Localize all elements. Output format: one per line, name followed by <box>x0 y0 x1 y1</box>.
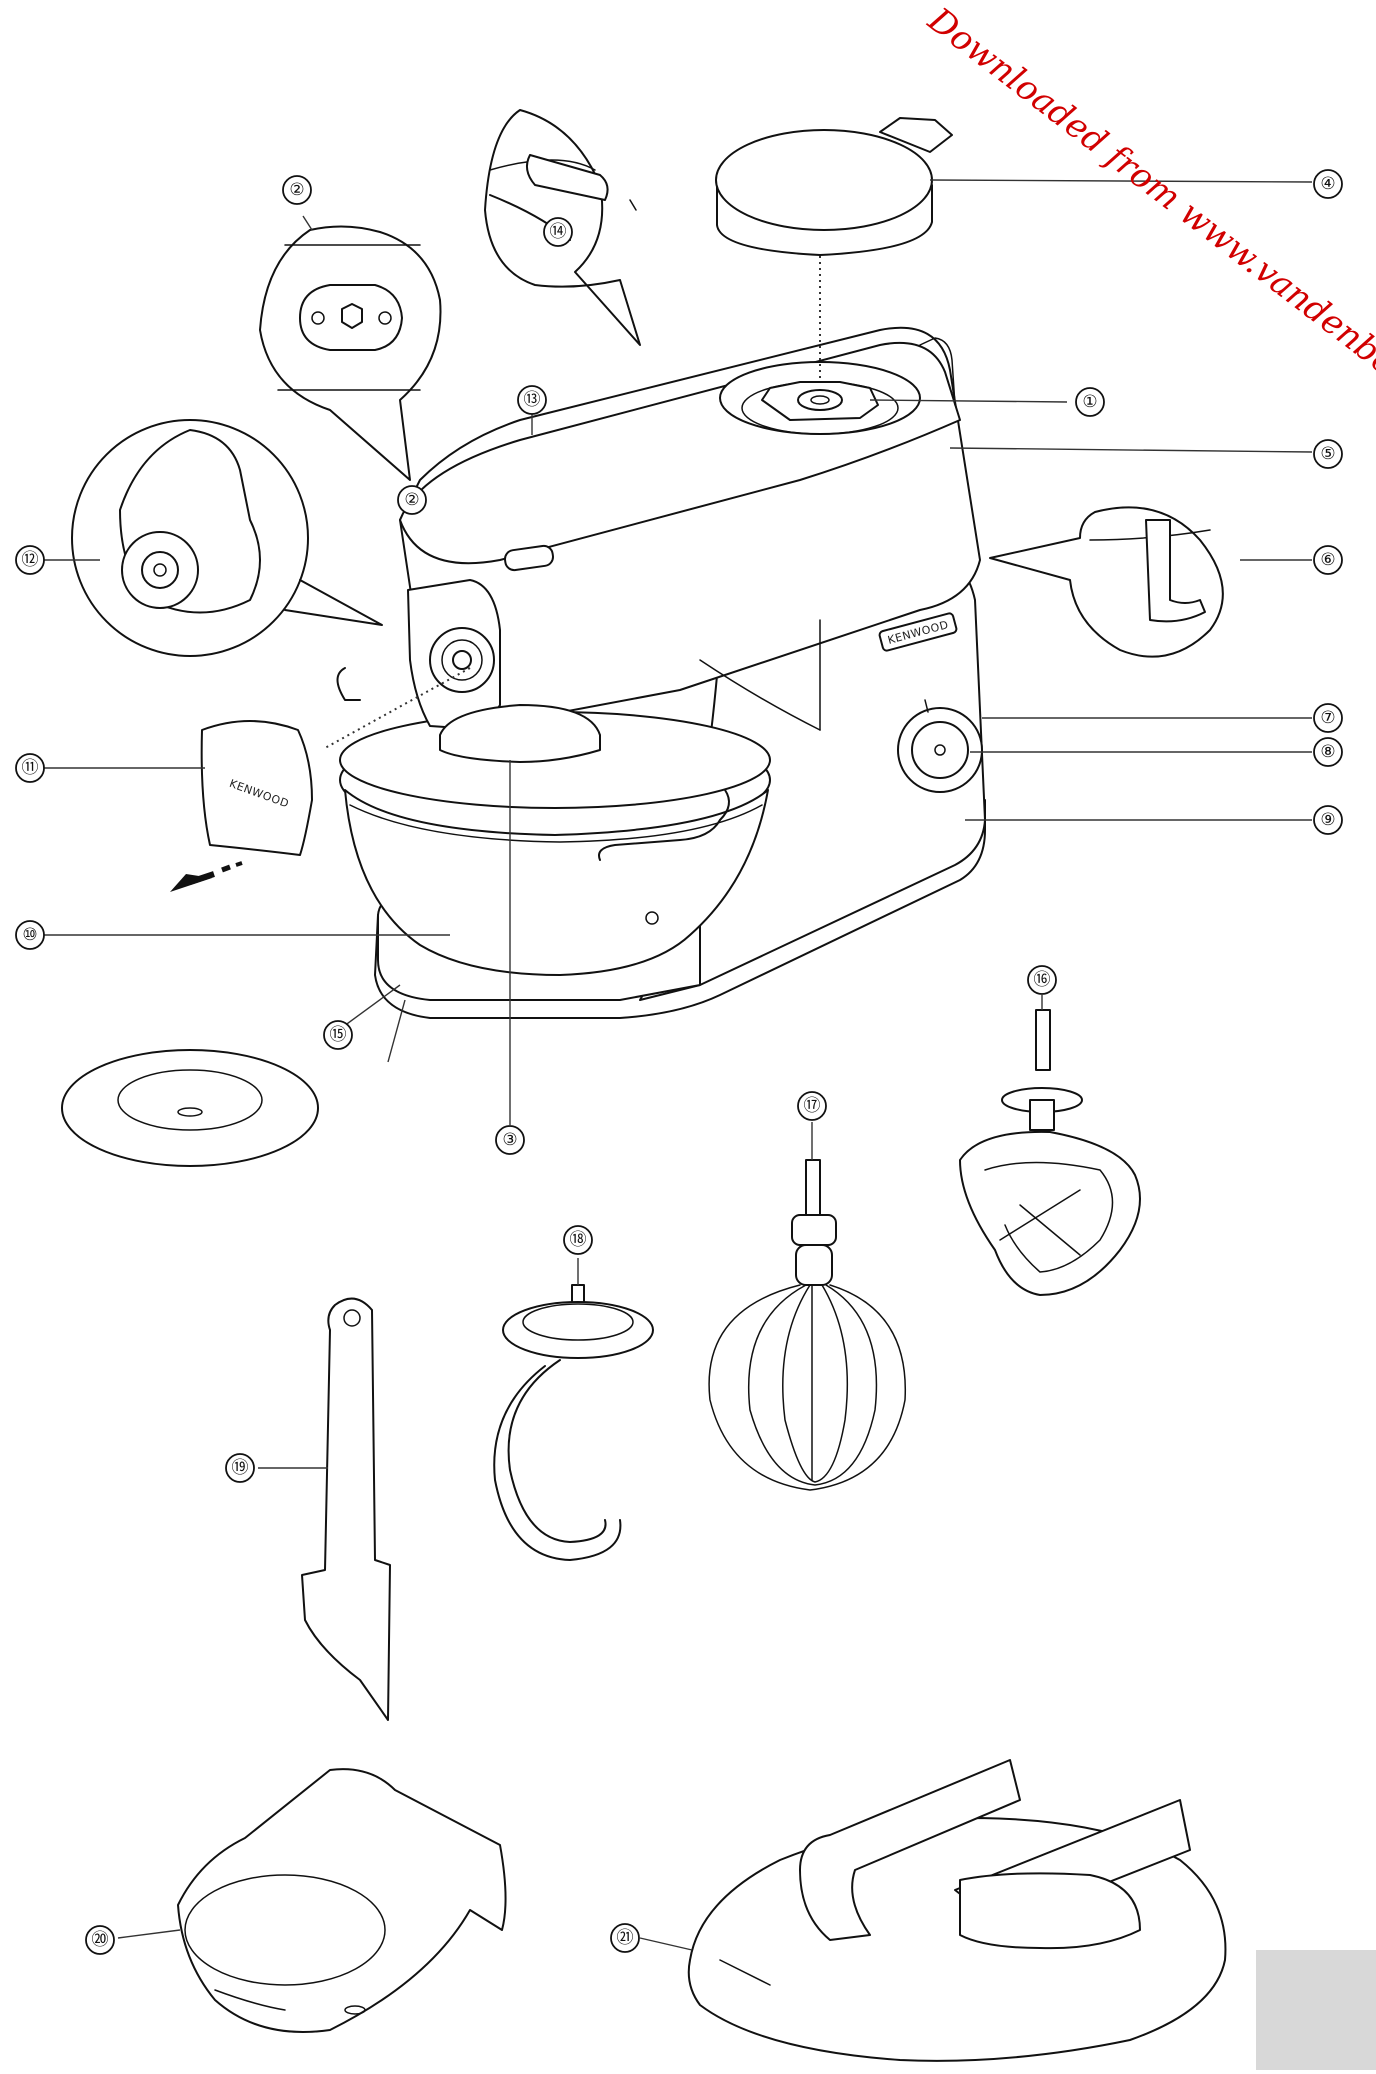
callout-15: ⑮ <box>323 1020 353 1050</box>
k-beater <box>959 1009 1141 1296</box>
pouring-shield <box>177 1768 507 2033</box>
svg-text:⑪: ⑪ <box>22 758 39 778</box>
drip-zoom <box>989 506 1224 658</box>
cover-axis-line <box>324 667 471 749</box>
callout-12: ⑫ <box>15 545 45 575</box>
callout-9: ⑨ <box>1313 805 1343 835</box>
callout-2-top: ② <box>282 175 312 205</box>
callout-17: ⑰ <box>797 1091 827 1121</box>
svg-text:⑭: ⑭ <box>550 222 567 242</box>
svg-text:①: ① <box>1082 392 1097 412</box>
svg-text:②: ② <box>289 180 304 200</box>
outlet-cover-11: KENWOOD <box>200 720 313 856</box>
svg-text:⑱: ⑱ <box>570 1230 587 1250</box>
cable-zoom <box>484 109 641 346</box>
svg-text:⑧: ⑧ <box>1320 742 1335 762</box>
callout-8: ⑧ <box>1313 737 1343 767</box>
callout-14: ⑭ <box>543 217 573 247</box>
callout-7: ⑦ <box>1313 703 1343 733</box>
svg-text:㉑: ㉑ <box>617 1928 634 1948</box>
svg-text:⑦: ⑦ <box>1320 708 1335 728</box>
svg-text:⑨: ⑨ <box>1320 810 1335 830</box>
svg-text:⑥: ⑥ <box>1320 550 1335 570</box>
mixer-body: KENWOOD <box>336 326 986 1019</box>
svg-text:⑫: ⑫ <box>22 550 39 570</box>
callout-18: ⑱ <box>563 1225 593 1255</box>
callout-2-front: ② <box>397 485 427 515</box>
svg-text:⑮: ⑮ <box>330 1025 347 1045</box>
svg-text:⑯: ⑯ <box>1034 970 1051 990</box>
spatula <box>301 1297 391 1721</box>
dough-hook <box>493 1284 654 1561</box>
callout-11: ⑪ <box>15 753 45 783</box>
drive-socket-zoom <box>259 225 442 481</box>
svg-text:⑳: ⑳ <box>92 1930 109 1950</box>
svg-text:④: ④ <box>1320 174 1335 194</box>
splash-plate <box>61 1049 319 1167</box>
callout-21: ㉑ <box>610 1923 640 1953</box>
outlet-zoom <box>71 419 383 657</box>
callout-19: ⑲ <box>225 1453 255 1483</box>
remove-arrow-icon <box>170 861 243 892</box>
bowl-stand <box>687 1759 1227 2062</box>
svg-text:⑬: ⑬ <box>524 390 541 410</box>
svg-text:⑲: ⑲ <box>232 1458 249 1478</box>
svg-text:③: ③ <box>502 1130 517 1150</box>
outlet-cover-part <box>715 117 953 256</box>
callout-13: ⑬ <box>517 385 547 415</box>
callout-3: ③ <box>495 1125 525 1155</box>
svg-text:⑰: ⑰ <box>804 1096 821 1116</box>
callout-10: ⑩ <box>15 920 45 950</box>
callout-1: ① <box>1075 387 1105 417</box>
svg-text:⑤: ⑤ <box>1320 444 1335 464</box>
callout-6: ⑥ <box>1313 545 1343 575</box>
page-tab <box>1256 1950 1376 2070</box>
callout-16: ⑯ <box>1027 965 1057 995</box>
svg-text:②: ② <box>404 490 419 510</box>
leader-lines <box>43 179 1313 1951</box>
whisk <box>708 1159 907 1491</box>
callout-4: ④ <box>1313 169 1343 199</box>
callout-20: ⑳ <box>85 1925 115 1955</box>
svg-text:⑩: ⑩ <box>22 925 37 945</box>
callout-5: ⑤ <box>1313 439 1343 469</box>
